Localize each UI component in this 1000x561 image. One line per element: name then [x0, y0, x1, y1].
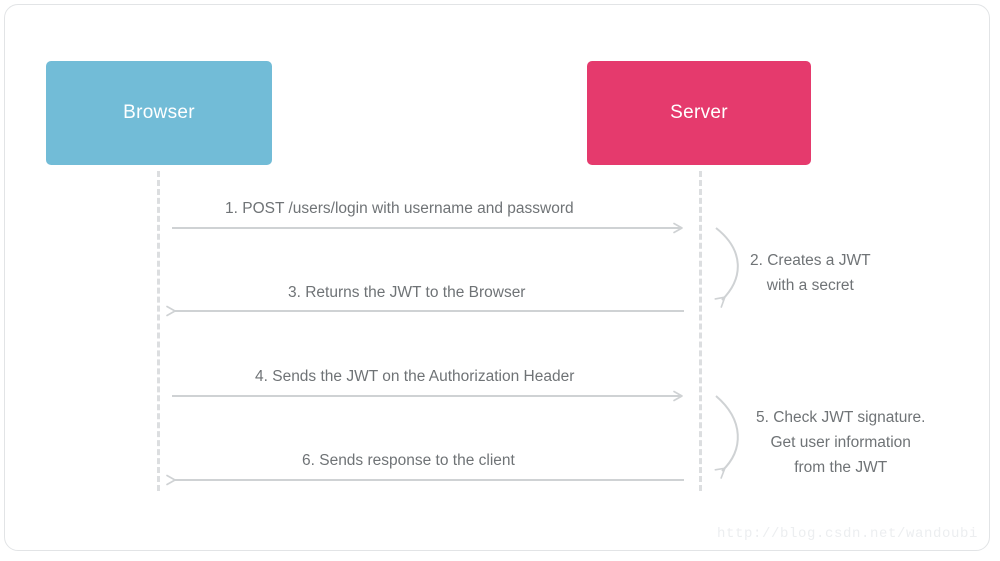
watermark-text: http://blog.csdn.net/wandoubi — [716, 526, 978, 542]
note-step-2-line-1: 2. Creates a JWT — [750, 252, 871, 269]
message-label-4: 4. Sends the JWT on the Authorization He… — [255, 368, 575, 385]
note-step-5-line-2: Get user information — [770, 434, 911, 451]
actor-browser-label: Browser — [123, 102, 195, 123]
message-label-3: 3. Returns the JWT to the Browser — [288, 284, 526, 301]
note-step-5-line-3: from the JWT — [794, 459, 888, 476]
note-step-5-line-1: 5. Check JWT signature. — [756, 409, 926, 426]
actor-server: Server — [587, 61, 811, 165]
note-step-5: 5. Check JWT signature. Get user informa… — [756, 405, 925, 480]
note-step-2: 2. Creates a JWT with a secret — [750, 248, 871, 298]
actor-server-label: Server — [670, 102, 728, 123]
note-step-2-line-2: with a secret — [766, 277, 854, 294]
lifeline-browser — [157, 171, 160, 491]
message-label-1: 1. POST /users/login with username and p… — [225, 200, 574, 217]
actor-browser: Browser — [46, 61, 272, 165]
message-label-6: 6. Sends response to the client — [302, 452, 515, 469]
lifeline-server — [699, 171, 702, 491]
